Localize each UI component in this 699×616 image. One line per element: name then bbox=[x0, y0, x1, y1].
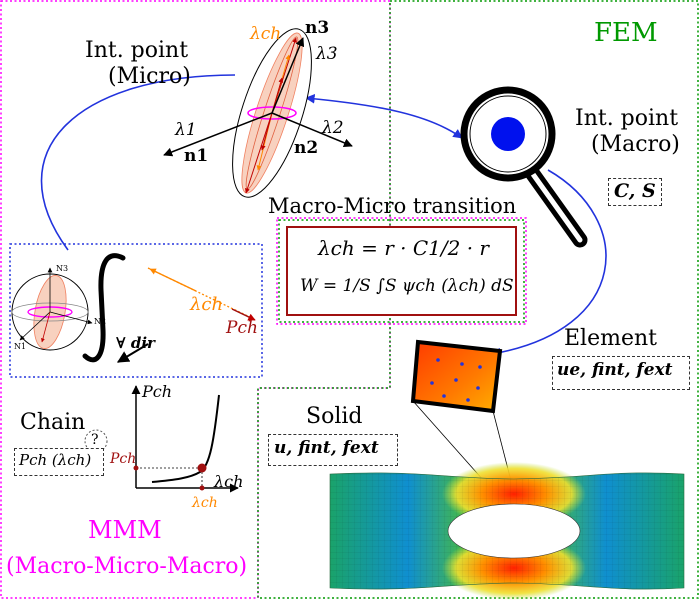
lambda2-label: λ2 bbox=[322, 118, 344, 138]
transfer-arrows bbox=[40, 74, 607, 358]
sphere-n1-label: N1 bbox=[14, 342, 27, 351]
n3-label: n3 bbox=[305, 18, 330, 38]
stretch-equation: λch = r · C1/2 · r bbox=[318, 236, 489, 260]
chain-law-label: Pch (λch) bbox=[19, 451, 92, 469]
n1-label: n1 bbox=[184, 146, 209, 166]
lambda3-label: λ3 bbox=[316, 44, 338, 64]
magnifier-icon bbox=[460, 86, 588, 248]
lambda1-label: λ1 bbox=[175, 120, 197, 140]
ellipsoid-icon bbox=[163, 28, 353, 198]
sphere-box-border bbox=[9, 243, 263, 378]
chain-curve bbox=[151, 394, 220, 483]
int-point-micro-label: Int. point bbox=[85, 38, 189, 63]
forall-dir-label: ∀ dir bbox=[116, 334, 155, 352]
macro-state-box bbox=[608, 178, 662, 206]
equation-box bbox=[286, 226, 517, 316]
transition-box-border-inner bbox=[276, 217, 527, 325]
int-point-micro-sublabel: (Micro) bbox=[108, 64, 191, 89]
sphere-icon bbox=[11, 267, 93, 351]
sphere-n3-label: N3 bbox=[56, 264, 69, 273]
chain-law-box bbox=[14, 448, 104, 476]
lambda-ch-j-label: λch bbox=[190, 294, 224, 315]
fem-label: FEM bbox=[594, 18, 658, 48]
integral-icon bbox=[82, 253, 149, 363]
solid-label: Solid bbox=[306, 404, 363, 429]
transition-title: Macro-Micro transition bbox=[268, 194, 517, 218]
transition-box-border bbox=[278, 219, 525, 323]
question-label: ? bbox=[91, 432, 99, 448]
chain-direction bbox=[147, 267, 257, 321]
macro-state-label: C, S bbox=[614, 180, 656, 202]
element-state-label: ue, fint, fext bbox=[557, 360, 673, 380]
solid-state-box bbox=[268, 434, 398, 466]
energy-equation: W = 1/S ∫S ψch (λch) dS bbox=[300, 276, 514, 296]
element-label: Element bbox=[564, 326, 658, 351]
lambda-ch-micro-label: λch bbox=[250, 24, 282, 44]
sphere-n2-label: N2 bbox=[94, 317, 107, 326]
plot-p-ch-j-label: Pch bbox=[110, 451, 137, 467]
mesh-icon bbox=[329, 462, 685, 600]
chain-plot bbox=[131, 385, 239, 493]
fem-region-border bbox=[257, 0, 699, 599]
solid-state-label: u, fint, fext bbox=[274, 438, 379, 458]
region-borders bbox=[0, 0, 699, 599]
plot-lambda-ch-j-label: λch bbox=[192, 495, 218, 511]
element-state-box bbox=[552, 356, 690, 390]
arrow-micro-macro bbox=[305, 94, 463, 139]
arrow-micro-loop bbox=[40, 74, 236, 251]
mmm-label: MMM bbox=[88, 516, 162, 544]
plot-x-axis-label: λch bbox=[214, 472, 244, 491]
plot-y-axis-label: Pch bbox=[142, 382, 173, 401]
int-point-macro-sublabel: (Macro) bbox=[591, 132, 680, 157]
chain-label: Chain bbox=[20, 410, 86, 435]
mmm-full-label: (Macro-Micro-Macro) bbox=[6, 554, 248, 579]
p-ch-j-label: Pch bbox=[226, 318, 258, 338]
arrow-macro-element bbox=[491, 169, 607, 358]
int-point-macro-label: Int. point bbox=[575, 106, 679, 131]
n2-label: n2 bbox=[294, 138, 319, 158]
